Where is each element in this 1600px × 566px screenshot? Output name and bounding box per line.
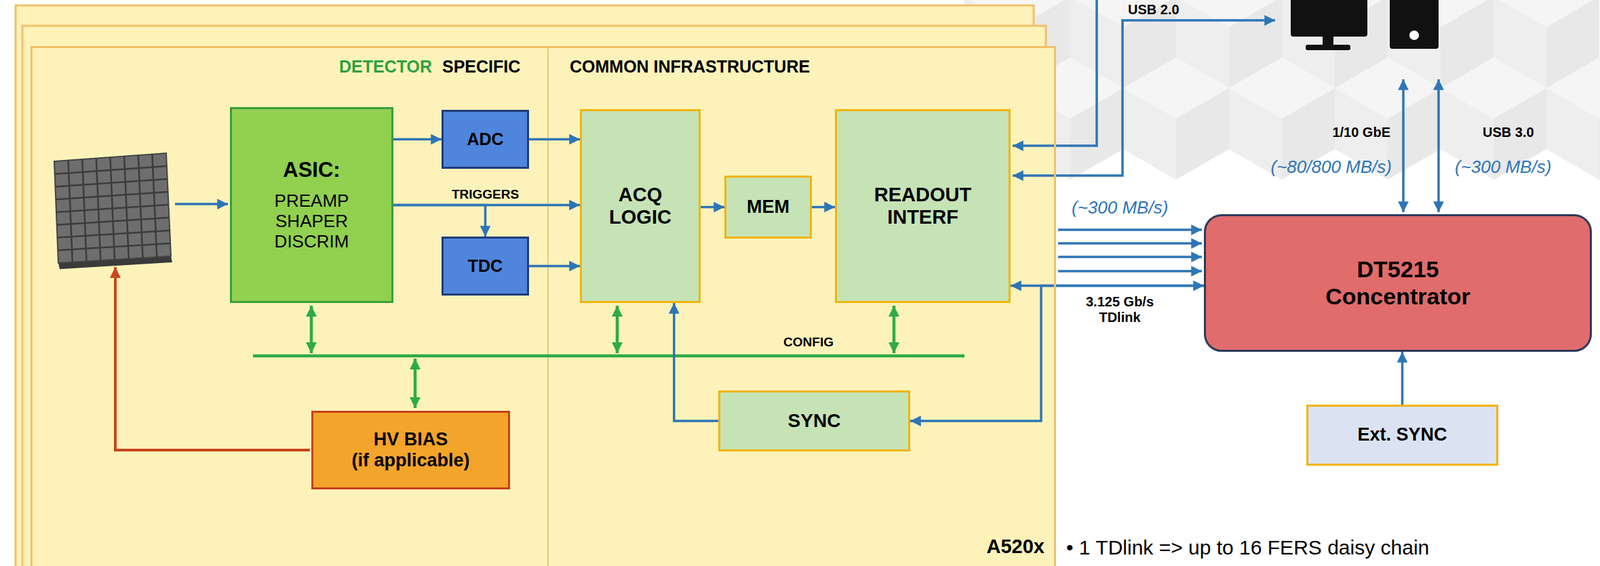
hex-pattern — [964, 0, 1600, 180]
connector — [529, 138, 580, 142]
daisy-link — [1058, 228, 1202, 232]
sensor-matrix — [54, 153, 173, 270]
label-holder: COMMON INFRASTRUCTURE — [569, 56, 810, 77]
link-name: 1/10 GbE — [1332, 124, 1391, 141]
label-holder: 1/10 GbE — [1332, 124, 1391, 141]
sync-box: SYNC — [718, 390, 911, 452]
config-arrow — [892, 305, 896, 354]
asic-box: ASIC: PREAMP SHAPER DISCRIM — [229, 107, 394, 304]
block-title: ASIC: — [282, 158, 340, 183]
link-name: USB 3.0 — [1482, 124, 1535, 141]
block-note: (if applicable) — [351, 450, 470, 472]
block-name: READOUT INTERF — [863, 183, 983, 230]
section-title: COMMON INFRASTRUCTURE — [569, 56, 810, 77]
label-holder: CONFIG — [783, 335, 834, 350]
signal-name: TRIGGERS — [449, 187, 521, 203]
host-link — [1401, 79, 1405, 213]
label-holder: (~300 MB/s) — [1454, 157, 1552, 178]
block-name: HV BIAS — [373, 429, 449, 451]
daisy-link — [1058, 255, 1202, 259]
label-holder: (~300 MB/s) — [1071, 198, 1168, 219]
tdc-box: TDC — [441, 236, 530, 296]
board-name: A520x — [986, 535, 1045, 559]
link-name: 3.125 Gb/s TDlink — [1075, 294, 1164, 326]
block-name: Ext. SYNC — [1357, 424, 1447, 446]
daisy-link — [1058, 242, 1202, 245]
config-bus — [252, 354, 965, 359]
config-arrow — [309, 305, 314, 354]
block-name: SYNC — [788, 410, 842, 433]
label-holder: SPECIFIC — [442, 56, 521, 77]
config-arrow — [615, 305, 620, 354]
hv-bias-box: HV BIAS(if applicable) — [311, 411, 511, 490]
bandwidth: (~80/800 MB/s) — [1271, 157, 1392, 178]
board-panel: A520x ASIC: PREAMP SHAPER DISCRIM ADC TDC ACQ… — [30, 46, 1057, 566]
connector — [393, 138, 442, 142]
daisy-link — [1058, 269, 1202, 273]
board-fill — [30, 46, 1057, 566]
connector — [674, 303, 719, 422]
connector — [700, 206, 725, 209]
block-name: MEM — [746, 196, 790, 218]
connector — [529, 265, 580, 268]
label-holder: (~80/800 MB/s) — [1271, 157, 1392, 178]
bandwidth: (~300 MB/s) — [1071, 198, 1168, 219]
adc-box: ADC — [441, 109, 530, 169]
signal-arrow — [174, 202, 228, 206]
connector — [811, 206, 835, 209]
connector — [910, 286, 1204, 422]
section-divider — [547, 47, 549, 566]
computer-icon — [1290, 0, 1439, 51]
section-title: DETECTOR — [339, 56, 433, 77]
ext-sync-box: Ext. SYNC — [1306, 404, 1499, 466]
connector — [393, 205, 486, 238]
block-name: ADC — [466, 129, 504, 150]
block-name: TDC — [467, 256, 503, 277]
label-holder: 3.125 Gb/s TDlink — [1075, 294, 1164, 326]
concentrator-box: DT5215 Concentrator — [1203, 214, 1592, 353]
block-name: ACQ LOGIC — [599, 183, 681, 230]
block-body: PREAMP SHAPER DISCRIM — [261, 191, 363, 253]
host-link — [1437, 79, 1440, 213]
label-holder: DETECTOR — [339, 56, 433, 77]
label-holder: USB 2.0 — [1127, 2, 1180, 18]
link-name: USB 2.0 — [1127, 2, 1180, 18]
config-arrow — [413, 358, 418, 409]
logic-box: ACQ LOGIC — [579, 109, 701, 304]
bandwidth: (~300 MB/s) — [1454, 157, 1552, 178]
label-holder: USB 3.0 — [1482, 124, 1535, 141]
block-name: DT5215 Concentrator — [1289, 256, 1507, 310]
usb-link — [1012, 20, 1276, 176]
note: • 1 TDlink => up to 16 FERS daisy chain — [1066, 536, 1430, 561]
interface-box: READOUT INTERF — [834, 109, 1011, 304]
label-holder: TRIGGERS — [449, 187, 521, 203]
memory-box: MEM — [724, 175, 812, 239]
section-title: SPECIFIC — [442, 56, 521, 77]
label-holder: • 1 TDlink => up to 16 FERS daisy chain — [1066, 536, 1430, 561]
bus-name: CONFIG — [783, 335, 834, 350]
connector — [1401, 352, 1404, 405]
